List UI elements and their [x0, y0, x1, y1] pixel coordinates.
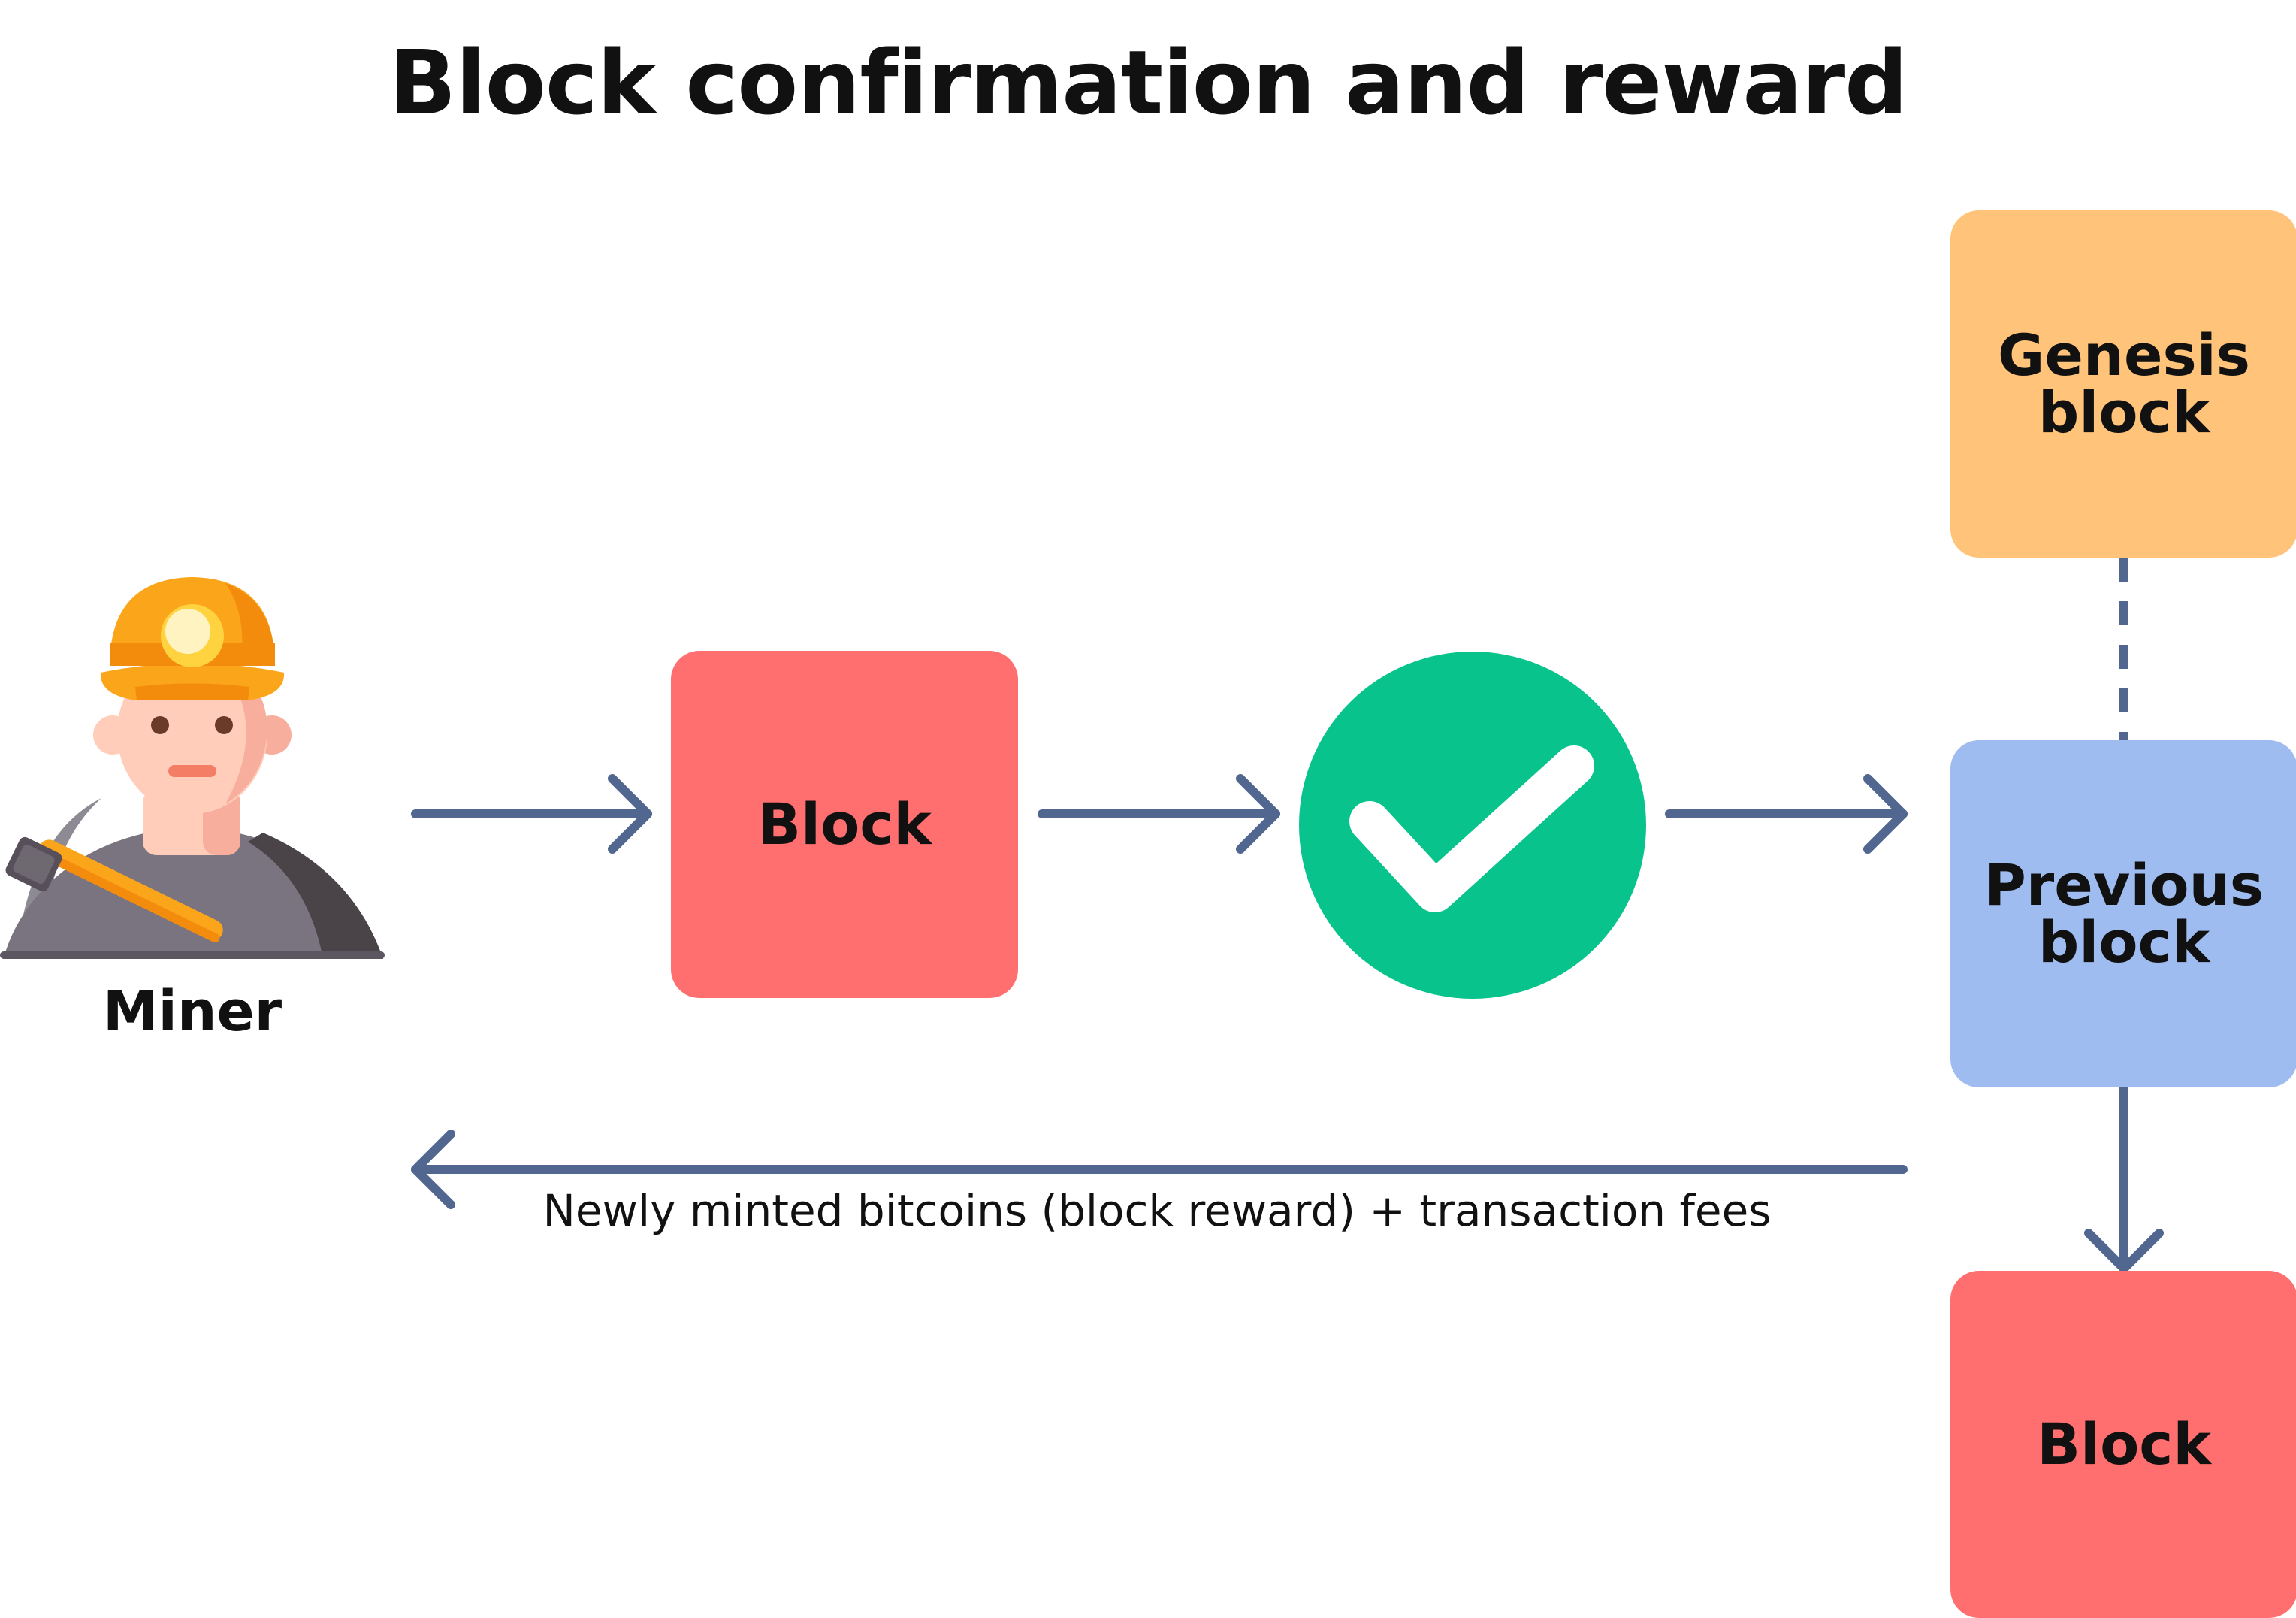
- genesis-block-label: Genesis block: [1997, 322, 2251, 446]
- block-node: Block: [671, 651, 1018, 998]
- genesis-block-node: Genesis block: [1950, 210, 2296, 558]
- new-block-node: Block: [1950, 1271, 2296, 1618]
- page-title: Block confirmation and reward: [388, 31, 1908, 135]
- miner-label: Miner: [102, 979, 282, 1044]
- block-node-label: Block: [757, 791, 932, 857]
- arrow-block-to-confirm: [1038, 774, 1280, 854]
- arrow-miner-to-block: [411, 774, 652, 854]
- new-block-label: Block: [2037, 1411, 2211, 1477]
- arrow-confirm-to-previous: [1665, 774, 1908, 854]
- arrow-reward-to-miner: [411, 1130, 1908, 1209]
- arrow-previous-to-new-block: [2084, 1084, 2164, 1273]
- previous-block-node: Previous block: [1950, 740, 2296, 1087]
- reward-label: Newly minted bitcoins (block reward) + t…: [542, 1185, 1772, 1236]
- previous-block-label: Previous block: [1984, 851, 2264, 975]
